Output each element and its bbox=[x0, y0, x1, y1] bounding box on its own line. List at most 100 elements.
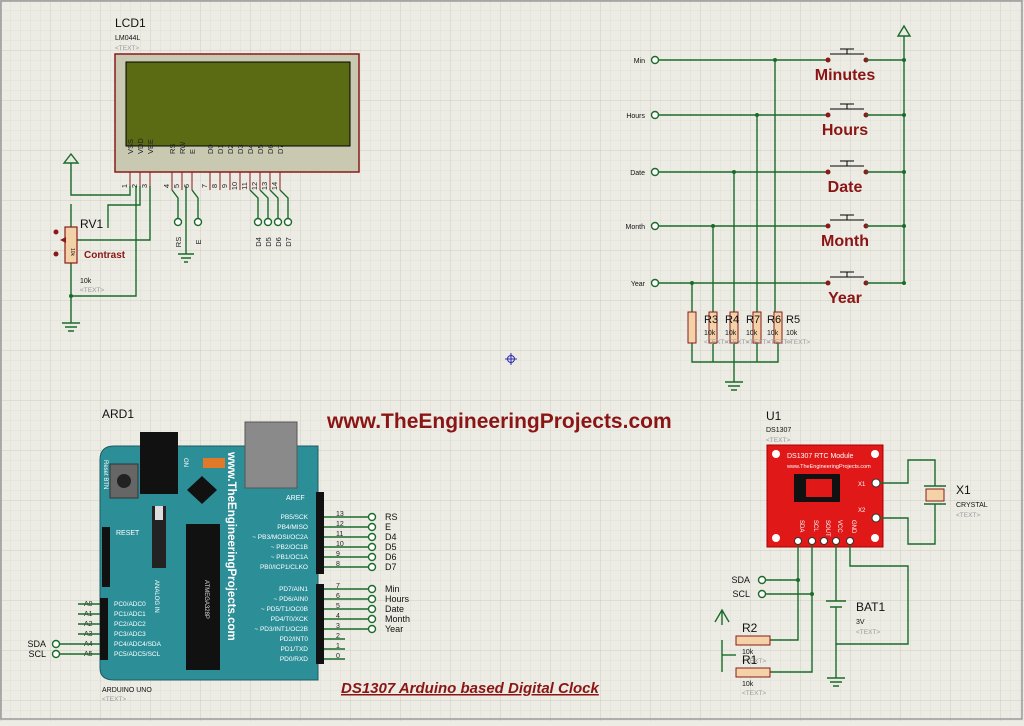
arduino-net-label: SCL bbox=[28, 649, 46, 659]
arduino-pin-number: 12 bbox=[336, 521, 344, 528]
aref-label: AREF bbox=[286, 495, 305, 502]
pullup-r2[interactable]: R2 10k <TEXT> bbox=[735, 621, 771, 665]
battery-value: 3V bbox=[856, 619, 865, 626]
arduino-net-terminal[interactable] bbox=[367, 512, 377, 522]
push-button-icon[interactable] bbox=[830, 48, 864, 55]
usb-connector bbox=[244, 421, 298, 489]
analog-header bbox=[100, 598, 108, 660]
arduino-pin-number: 6 bbox=[336, 593, 340, 600]
atmega-chip bbox=[186, 524, 220, 670]
arduino-pin-number: 11 bbox=[336, 531, 343, 538]
push-button-icon[interactable] bbox=[830, 214, 864, 221]
lcd-terminal[interactable] bbox=[173, 217, 183, 227]
push-button-icon[interactable] bbox=[830, 160, 864, 167]
button-net-terminal[interactable] bbox=[650, 221, 660, 231]
button-label: Hours bbox=[822, 122, 868, 139]
push-button-icon[interactable] bbox=[830, 271, 864, 278]
lcd-power-wiring bbox=[62, 152, 194, 332]
lcd-terminal[interactable] bbox=[263, 217, 273, 227]
arduino-uno[interactable]: ARD1 Reset BTN ON ATMEGA328P www.TheEngi… bbox=[27, 407, 410, 703]
arduino-analog-pin-name: PC5/ADC5/SCL bbox=[114, 651, 161, 658]
button-net-terminal[interactable] bbox=[650, 167, 660, 177]
arduino-net-terminal[interactable] bbox=[51, 639, 61, 649]
battery-bat1[interactable]: BAT1 3V <TEXT> bbox=[856, 600, 885, 636]
lcd-pin-name: D3 bbox=[236, 144, 245, 154]
digital-header-top bbox=[316, 492, 324, 574]
arduino-pin-number: 3 bbox=[336, 623, 340, 630]
junction bbox=[902, 170, 906, 174]
button-net-terminal[interactable] bbox=[650, 278, 660, 288]
arduino-net-terminal[interactable] bbox=[367, 562, 377, 572]
rtc-pin-hole bbox=[808, 537, 816, 545]
pot-adjust-up-icon[interactable] bbox=[53, 229, 59, 235]
lcd-terminal[interactable] bbox=[283, 217, 293, 227]
pulldown-resistor[interactable] bbox=[773, 311, 783, 344]
lcd-pin-name: RW bbox=[178, 141, 187, 154]
pulldown-ref: R7 bbox=[746, 314, 760, 326]
arduino-pin-name: ~ PD3/INT1/OC2B bbox=[254, 626, 308, 633]
push-button-icon[interactable] bbox=[830, 103, 864, 110]
arduino-net-terminal[interactable] bbox=[367, 542, 377, 552]
pulldown-resistor[interactable] bbox=[752, 311, 762, 344]
button-net-label: Date bbox=[630, 170, 645, 177]
pot-adjust-down-icon[interactable] bbox=[53, 251, 59, 257]
arduino-net-terminal[interactable] bbox=[367, 594, 377, 604]
crystal-x1[interactable]: X1 CRYSTAL <TEXT> bbox=[924, 483, 988, 519]
pulldown-value: 10k bbox=[767, 330, 779, 337]
lcd-terminal[interactable] bbox=[253, 217, 263, 227]
lcd-terminal[interactable] bbox=[193, 217, 203, 227]
button-contact bbox=[825, 57, 831, 63]
arduino-pin-number: 2 bbox=[336, 633, 340, 640]
battery-ref: BAT1 bbox=[856, 600, 885, 614]
pulldown-resistor[interactable] bbox=[687, 311, 697, 344]
lcd-pin-number: 13 bbox=[260, 182, 269, 190]
arduino-net-terminal[interactable] bbox=[51, 649, 61, 659]
pot-body bbox=[64, 226, 78, 264]
on-led bbox=[203, 458, 225, 468]
pulldown-ref: R5 bbox=[786, 314, 800, 326]
reset-header bbox=[102, 527, 110, 587]
pulldown-resistor[interactable] bbox=[708, 311, 718, 344]
rtc-board-url: www.TheEngineeringProjects.com bbox=[786, 464, 871, 470]
rtc-pin-hole bbox=[820, 537, 828, 545]
rtc-module[interactable]: U1 DS1307 <TEXT> DS1307 RTC Module www.T… bbox=[731, 409, 884, 599]
reset-button[interactable] bbox=[109, 463, 139, 499]
website-label[interactable]: www.TheEngineeringProjects.com bbox=[326, 410, 672, 433]
lcd-pin-name: VDD bbox=[136, 138, 145, 154]
usb-chip bbox=[187, 476, 217, 504]
arduino-ref: ARD1 bbox=[102, 407, 134, 421]
pulldown-resistor[interactable] bbox=[729, 311, 739, 344]
button-label: Minutes bbox=[815, 67, 876, 84]
rtc-text: <TEXT> bbox=[766, 437, 790, 444]
r2-ref: R2 bbox=[742, 621, 758, 635]
button-net-terminal[interactable] bbox=[650, 110, 660, 120]
button-net-terminal[interactable] bbox=[650, 55, 660, 65]
arduino-net-terminal[interactable] bbox=[367, 584, 377, 594]
rtc-pin-hole bbox=[794, 537, 802, 545]
reset-pin-label: RESET bbox=[116, 530, 140, 537]
rtc-net-terminal[interactable] bbox=[757, 589, 767, 599]
arduino-text: <TEXT> bbox=[102, 696, 126, 703]
pullup-r1[interactable]: R1 10k <TEXT> bbox=[735, 653, 771, 697]
contrast-potentiometer[interactable]: 10k RV1 Contrast 10k <TEXT> bbox=[53, 217, 126, 294]
lcd-terminal[interactable] bbox=[273, 217, 283, 227]
lcd-pin-name: D0 bbox=[206, 144, 215, 154]
arduino-net-terminal[interactable] bbox=[367, 614, 377, 624]
junction bbox=[902, 281, 906, 285]
arduino-net-terminal[interactable] bbox=[367, 522, 377, 532]
rtc-model: DS1307 bbox=[766, 427, 791, 434]
lcd-module[interactable]: LCD1 LM044L <TEXT> VSS1VDD2VEE3RS4RW5E6D… bbox=[114, 16, 360, 247]
arduino-net-terminal[interactable] bbox=[367, 532, 377, 542]
arduino-net-terminal[interactable] bbox=[367, 624, 377, 634]
button-label: Month bbox=[821, 233, 869, 250]
lcd-pin-number: 8 bbox=[210, 184, 219, 188]
arduino-pin-name: PB0/ICP1/CLKO bbox=[260, 564, 308, 571]
lcd-terminal-wire bbox=[259, 189, 269, 218]
rtc-net-terminal[interactable] bbox=[757, 575, 767, 585]
junction bbox=[773, 58, 777, 62]
arduino-net-terminal[interactable] bbox=[367, 604, 377, 614]
atmega-label: ATMEGA328P bbox=[203, 580, 209, 619]
arduino-net-terminal[interactable] bbox=[367, 552, 377, 562]
